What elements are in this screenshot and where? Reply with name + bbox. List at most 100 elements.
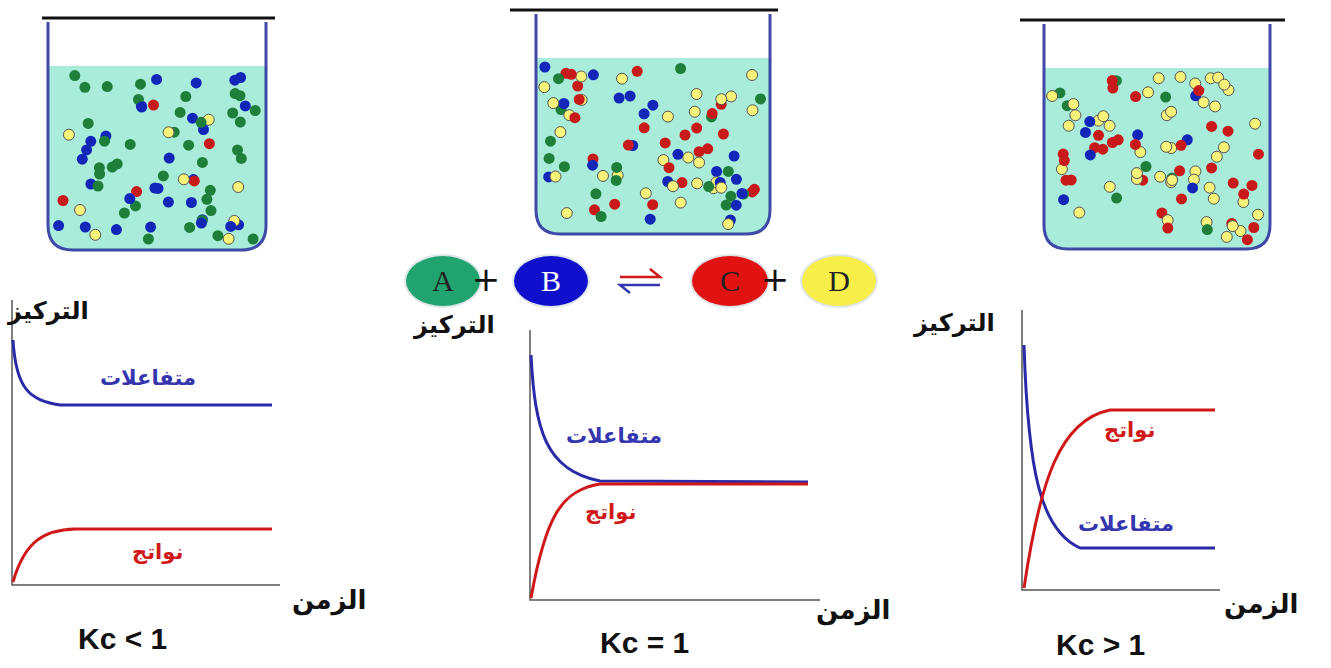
- particle: [1084, 116, 1095, 127]
- particle: [1247, 180, 1258, 191]
- particle: [598, 170, 609, 181]
- particle: [1228, 178, 1239, 189]
- particle: [566, 69, 577, 80]
- particle: [747, 105, 758, 116]
- particle: [731, 174, 742, 185]
- particle: [625, 91, 636, 102]
- particle: [1176, 193, 1187, 204]
- particle: [79, 82, 90, 93]
- axis-label: التركيز: [414, 312, 495, 340]
- axis-label: الزمن: [1224, 590, 1298, 620]
- particle: [747, 70, 758, 81]
- axis-label: التركيز: [914, 310, 995, 338]
- particle: [755, 93, 766, 104]
- particle: [647, 199, 658, 210]
- particle: [1221, 231, 1232, 242]
- particle: [711, 166, 722, 177]
- particle: [737, 188, 748, 199]
- particle: [1143, 87, 1154, 98]
- particle: [632, 66, 643, 77]
- particle: [1093, 130, 1104, 141]
- particle: [1068, 99, 1079, 110]
- particle: [164, 153, 175, 164]
- particle: [558, 98, 569, 109]
- graphs: [12, 300, 1220, 600]
- particle: [93, 181, 104, 192]
- particle: [561, 208, 572, 219]
- liquid: [536, 58, 770, 234]
- particle: [186, 197, 197, 208]
- particle: [1161, 141, 1172, 152]
- particle: [158, 170, 169, 181]
- particle: [1113, 134, 1124, 145]
- particle: [119, 208, 130, 219]
- particle: [548, 98, 559, 109]
- particles: [53, 62, 1264, 246]
- particle: [1104, 181, 1115, 192]
- particle: [1070, 110, 1081, 121]
- particle: [544, 153, 555, 164]
- particle: [1111, 193, 1122, 204]
- particle: [227, 108, 238, 119]
- product-curve: [13, 529, 272, 582]
- particle: [675, 63, 686, 74]
- particle: [1160, 92, 1171, 103]
- particle: [205, 185, 216, 196]
- curve-label: متفاعلات: [1078, 512, 1174, 536]
- species-circle: B: [512, 254, 590, 308]
- particle: [1253, 209, 1264, 220]
- particle: [1242, 234, 1253, 245]
- particle: [596, 211, 607, 222]
- particle: [83, 118, 94, 129]
- particle: [229, 75, 240, 86]
- particle: [718, 129, 729, 140]
- particle: [1193, 85, 1204, 96]
- particle: [197, 157, 208, 168]
- particle: [1058, 194, 1069, 205]
- particle: [672, 149, 683, 160]
- particle: [148, 100, 159, 111]
- axes: [530, 330, 820, 600]
- particle: [112, 158, 123, 169]
- particle: [240, 100, 251, 111]
- particle: [723, 219, 734, 230]
- particle: [1107, 75, 1118, 86]
- particle: [143, 234, 154, 245]
- particle: [94, 169, 105, 180]
- particle: [1210, 101, 1221, 112]
- species-name: D: [828, 264, 850, 298]
- particle: [196, 218, 207, 229]
- particle: [1098, 111, 1109, 122]
- reactant-curve: [531, 355, 808, 482]
- particle: [691, 89, 702, 100]
- particle: [225, 221, 236, 232]
- particle: [1153, 73, 1164, 84]
- curve-label: نواتج: [132, 540, 183, 564]
- particle: [1253, 149, 1264, 160]
- arrow-stroke: [620, 269, 660, 277]
- particle: [53, 220, 64, 231]
- particle: [1085, 149, 1096, 160]
- particle: [574, 94, 585, 105]
- species-name: A: [432, 264, 454, 298]
- curve-label: متفاعلات: [100, 366, 196, 390]
- particle: [223, 233, 234, 244]
- particle: [664, 162, 675, 173]
- particle: [1227, 221, 1238, 232]
- kc-label: Kc < 1: [78, 622, 167, 657]
- particle: [729, 151, 740, 162]
- particle: [58, 195, 69, 206]
- lid-line: [510, 9, 778, 12]
- particle: [90, 229, 101, 240]
- particle: [145, 222, 156, 233]
- kc-label: Kc = 1: [600, 626, 689, 661]
- particle: [550, 171, 561, 182]
- particle: [617, 73, 628, 84]
- particle: [702, 143, 713, 154]
- particle: [587, 160, 598, 171]
- particle: [588, 69, 599, 80]
- lid-line: [42, 17, 275, 20]
- particle: [250, 105, 261, 116]
- particle: [189, 175, 200, 186]
